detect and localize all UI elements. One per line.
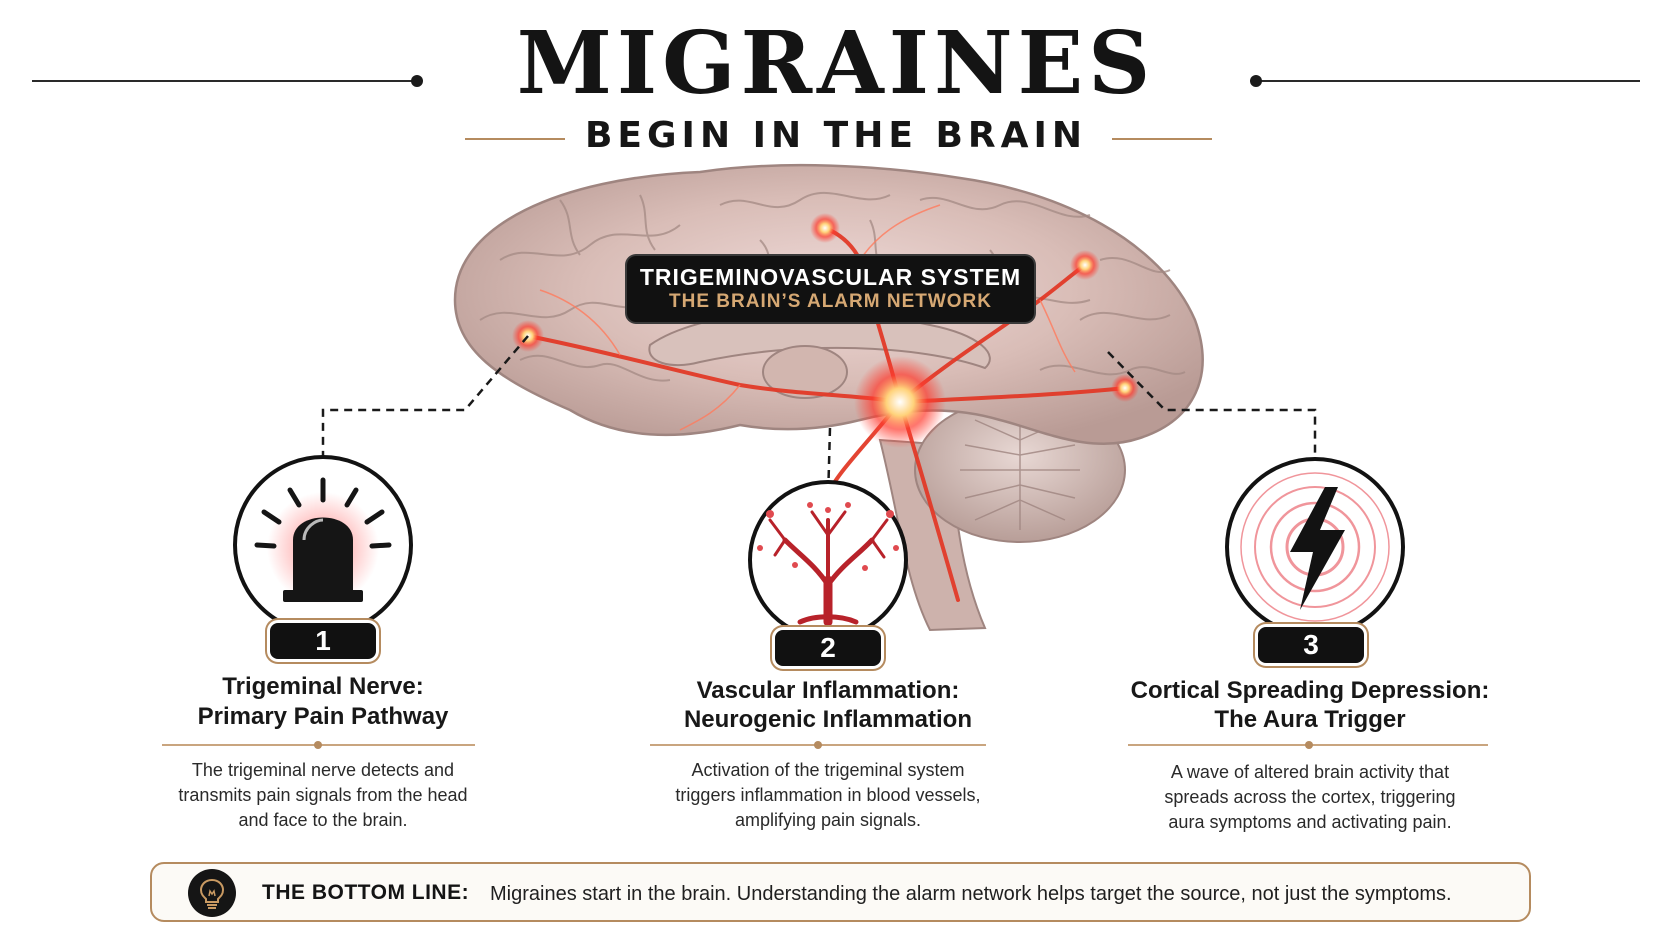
step-2-title-line1: Vascular Inflammation: <box>696 677 960 704</box>
step-1-title-line1: Trigeminal Nerve: <box>222 673 424 700</box>
step-2-rule-dot <box>814 741 822 749</box>
subtitle-rule-left <box>465 138 565 140</box>
bottom-line-label: THE BOTTOM LINE: <box>262 881 470 904</box>
alarm-siren-icon <box>233 455 413 635</box>
page-subtitle: BEGIN IN THE BRAIN <box>584 115 1088 156</box>
step-2-badge: 2 <box>775 630 881 666</box>
title-rule-right-dot <box>1250 75 1262 87</box>
lightbulb-icon <box>188 869 236 917</box>
step-3-desc-line3: aura symptoms and activating pain. <box>1168 812 1452 832</box>
step-3-desc-line1: A wave of altered brain activity that <box>1170 762 1450 782</box>
step-2-desc-line3: amplifying pain signals. <box>734 810 922 830</box>
blood-vessel-tree-icon <box>748 480 908 640</box>
thalamus <box>762 345 848 399</box>
step-1-desc-line1: The trigeminal nerve detects and <box>191 760 455 780</box>
title-rule-left <box>32 80 417 82</box>
title-rule-left-dot <box>411 75 423 87</box>
step-1-desc-line2: transmits pain signals from the head <box>178 785 468 805</box>
step-2-title-line2: Neurogenic Inflammation <box>683 706 973 733</box>
step-1-rule-dot <box>314 741 322 749</box>
step-1-title-line2: Primary Pain Pathway <box>197 703 449 730</box>
lightning-bolt-icon <box>1225 457 1405 637</box>
connector-3 <box>1107 351 1317 470</box>
title-rule-right <box>1257 80 1640 82</box>
bottom-line-text: Migraines start in the brain. Understand… <box>490 883 1452 905</box>
step-1-badge: 1 <box>270 623 376 659</box>
step-1-desc-line3: and face to the brain. <box>238 810 408 830</box>
callout-title: TRIGEMINOVASCULAR SYSTEM <box>639 264 1022 290</box>
central-pain-node <box>854 356 946 448</box>
step-3-desc-line2: spreads across the cortex, triggering <box>1164 787 1456 807</box>
connector-1 <box>321 335 529 470</box>
step-2-desc-line1: Activation of the trigeminal system <box>691 760 965 780</box>
step-3-title-line2: The Aura Trigger <box>1214 706 1406 733</box>
page-title: MIGRAINES <box>516 13 1156 114</box>
step-2-desc-line2: triggers inflammation in blood vessels, <box>675 785 981 805</box>
trigeminovascular-callout: TRIGEMINOVASCULAR SYSTEM THE BRAIN’S ALA… <box>627 256 1034 322</box>
bottom-line-box <box>150 862 1531 922</box>
callout-subtitle: THE BRAIN’S ALARM NETWORK <box>669 291 992 312</box>
step-3-title-line1: Cortical Spreading Depression: <box>1130 677 1490 704</box>
step-3-badge: 3 <box>1258 627 1364 663</box>
step-3-rule-dot <box>1305 741 1313 749</box>
subtitle-rule-right <box>1112 138 1212 140</box>
